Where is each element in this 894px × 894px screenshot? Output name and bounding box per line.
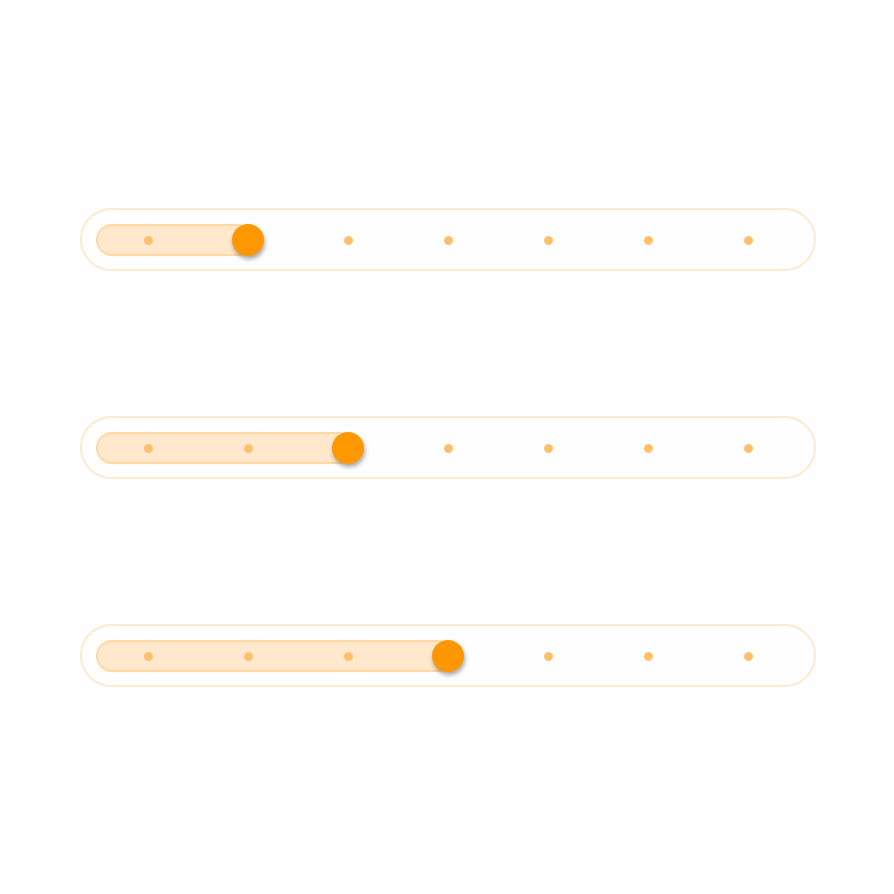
slider-thumb[interactable] <box>332 432 364 464</box>
slider-thumb[interactable] <box>232 224 264 256</box>
step-marker-dot[interactable] <box>143 444 153 453</box>
step-slider[interactable] <box>80 624 816 687</box>
slider-fill-track <box>96 640 454 672</box>
step-slider[interactable] <box>80 208 816 271</box>
step-marker-dot[interactable] <box>443 236 453 245</box>
step-marker-dot[interactable] <box>643 652 653 661</box>
step-marker-dot[interactable] <box>343 236 353 245</box>
step-marker-dot[interactable] <box>243 652 253 661</box>
step-marker-dot[interactable] <box>543 652 553 661</box>
step-marker-dot[interactable] <box>543 444 553 453</box>
slider-fill-track <box>96 224 254 256</box>
step-marker-dot[interactable] <box>143 652 153 661</box>
slider-thumb[interactable] <box>432 640 464 672</box>
step-marker-dot[interactable] <box>343 652 353 661</box>
slider-fill-track <box>96 432 354 464</box>
step-marker-dot[interactable] <box>743 236 753 245</box>
step-marker-dot[interactable] <box>243 444 253 453</box>
step-marker-dot[interactable] <box>643 236 653 245</box>
step-marker-dot[interactable] <box>543 236 553 245</box>
step-marker-dot[interactable] <box>143 236 153 245</box>
step-marker-dot[interactable] <box>643 444 653 453</box>
step-marker-dot[interactable] <box>743 444 753 453</box>
step-marker-dot[interactable] <box>443 444 453 453</box>
step-slider[interactable] <box>80 416 816 479</box>
step-marker-dot[interactable] <box>743 652 753 661</box>
